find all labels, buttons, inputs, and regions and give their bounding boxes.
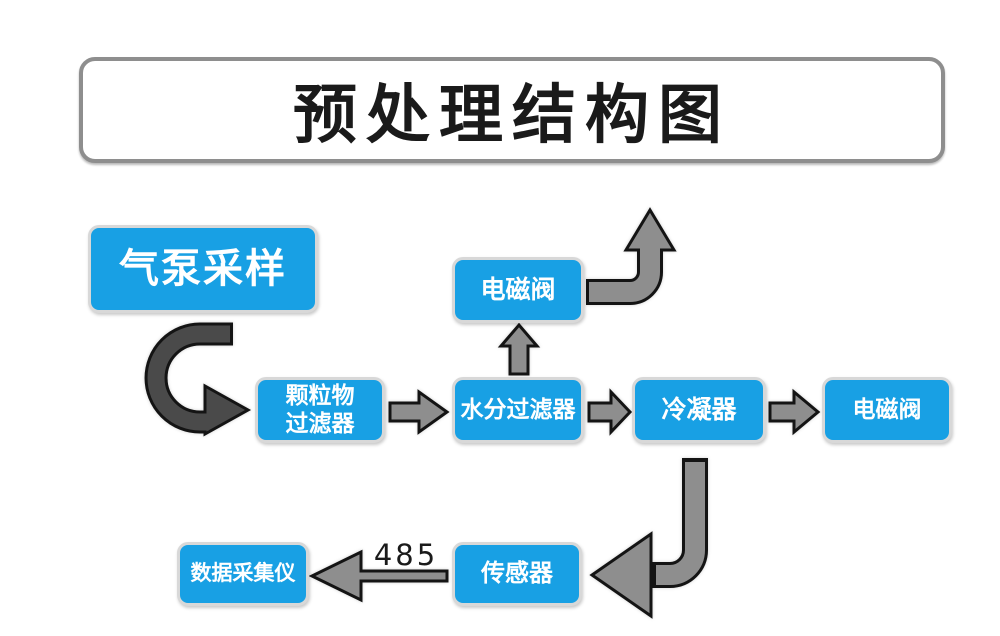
node-valve-top: 电磁阀 xyxy=(452,257,584,323)
arrow-water-to-condenser-icon xyxy=(587,388,633,436)
node-valve-top-label: 电磁阀 xyxy=(480,274,556,304)
node-sensor-label: 传感器 xyxy=(481,559,553,588)
node-valve-right: 电磁阀 xyxy=(822,377,952,443)
arrow-water-to-valve-top-icon xyxy=(497,322,541,376)
arrow-valve-top-exhaust-icon xyxy=(586,207,677,305)
node-condenser: 冷凝器 xyxy=(632,377,766,443)
arrow-condenser-to-valve-right-icon xyxy=(768,388,821,436)
node-pump-label: 气泵采样 xyxy=(119,245,287,292)
node-pump: 气泵采样 xyxy=(88,225,318,313)
node-particulate-filter-label-line1: 颗粒物 xyxy=(285,382,355,409)
node-condenser-label: 冷凝器 xyxy=(661,394,737,424)
node-data-collector: 数据采集仪 xyxy=(177,542,309,606)
bus-485-label: 485 xyxy=(373,538,439,572)
page-title: 预处理结构图 xyxy=(293,79,731,153)
node-sensor: 传感器 xyxy=(452,542,582,606)
title-box: 预处理结构图 xyxy=(79,57,945,163)
node-particulate-filter: 颗粒物 过滤器 xyxy=(255,377,385,443)
arrow-sensor-to-datalogger-icon xyxy=(308,549,449,603)
arrow-particulate-to-water-icon xyxy=(388,389,450,435)
arrow-pump-to-particulate-icon xyxy=(144,322,252,437)
node-particulate-filter-label-line2: 过滤器 xyxy=(285,411,355,437)
node-valve-right-label: 电磁阀 xyxy=(852,396,922,423)
node-data-collector-label: 数据采集仪 xyxy=(190,561,296,586)
arrow-condenser-to-sensor-icon xyxy=(589,458,708,619)
node-water-filter-label: 水分过滤器 xyxy=(460,396,576,423)
node-water-filter: 水分过滤器 xyxy=(452,377,584,443)
